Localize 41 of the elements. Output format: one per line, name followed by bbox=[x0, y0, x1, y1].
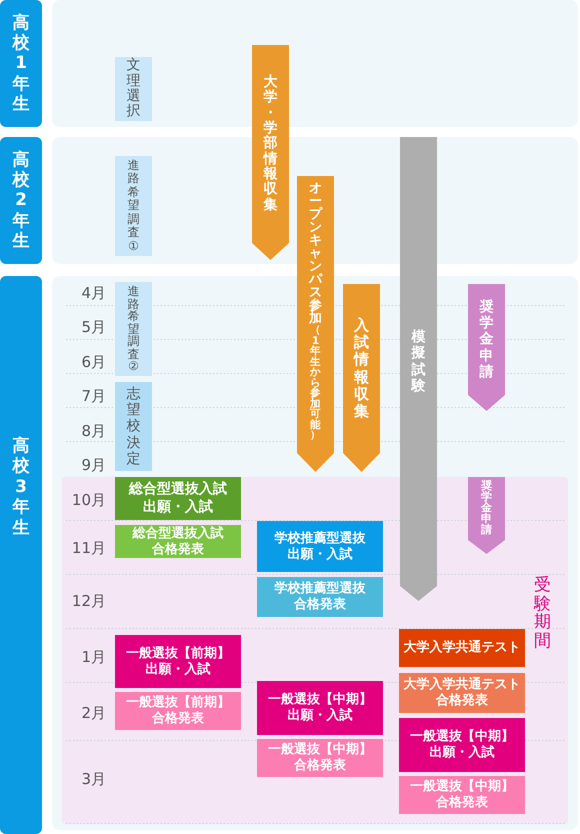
schedule-box: 一般選抜【前期】合格発表 bbox=[115, 692, 241, 730]
schedule-box: 大学入学共通テスト bbox=[399, 629, 525, 667]
schedule-box: 大学入学共通テスト合格発表 bbox=[399, 673, 525, 713]
period-bar bbox=[297, 176, 334, 472]
task-box: 進路希望調査① bbox=[115, 156, 152, 256]
arrow-note: （1年生から参加可能） bbox=[308, 325, 322, 440]
task-box: 文理選択 bbox=[115, 57, 152, 121]
period-bar: 模擬試験 bbox=[400, 137, 437, 601]
arrow-text: オープンキャンパス参加 bbox=[308, 182, 324, 325]
grade-tab: 高校1年生 bbox=[0, 0, 42, 127]
month-label: 8月 bbox=[80, 422, 106, 440]
grade-tab: 高校3年生 bbox=[0, 276, 42, 834]
schedule-box: 学校推薦型選抜合格発表 bbox=[257, 577, 383, 617]
schedule-box: 学校推薦型選抜出願・入試 bbox=[257, 521, 383, 572]
month-label: 6月 bbox=[80, 353, 106, 371]
period-bar: 入試情報収集 bbox=[343, 284, 380, 472]
schedule-box: 一般選抜【前期】出願・入試 bbox=[115, 635, 241, 688]
grade-tab: 高校2年生 bbox=[0, 137, 42, 264]
task-box: 進路希望調査② bbox=[115, 282, 152, 376]
schedule-box: 総合型選抜入試合格発表 bbox=[115, 525, 241, 558]
month-label: 7月 bbox=[80, 387, 106, 405]
schedule-box: 一般選抜【中期】出願・入試 bbox=[399, 718, 525, 772]
month-label: 9月 bbox=[80, 456, 106, 474]
month-label: 12月 bbox=[70, 592, 106, 610]
period-label: 受験期間 bbox=[532, 576, 552, 651]
month-label: 1月 bbox=[80, 648, 106, 666]
period-bar: 奨学金申請 bbox=[468, 477, 505, 554]
exam-period-band bbox=[62, 477, 568, 824]
month-label: 2月 bbox=[80, 704, 106, 722]
schedule-box: 一般選抜【中期】合格発表 bbox=[257, 739, 383, 777]
schedule-box: 一般選抜【中期】出願・入試 bbox=[257, 681, 383, 735]
task-box: 志望校決定 bbox=[115, 382, 152, 471]
month-label: 11月 bbox=[70, 539, 106, 557]
month-label: 5月 bbox=[80, 318, 106, 336]
month-label: 4月 bbox=[80, 284, 106, 302]
month-label: 10月 bbox=[70, 491, 106, 509]
period-bar: 奨学金申請 bbox=[468, 284, 505, 411]
month-label: 3月 bbox=[80, 770, 106, 788]
schedule-box: 総合型選抜入試出願・入試 bbox=[115, 477, 241, 520]
period-bar: 大学・学部情報収集 bbox=[252, 45, 289, 260]
schedule-box: 一般選抜【中期】合格発表 bbox=[399, 776, 525, 814]
